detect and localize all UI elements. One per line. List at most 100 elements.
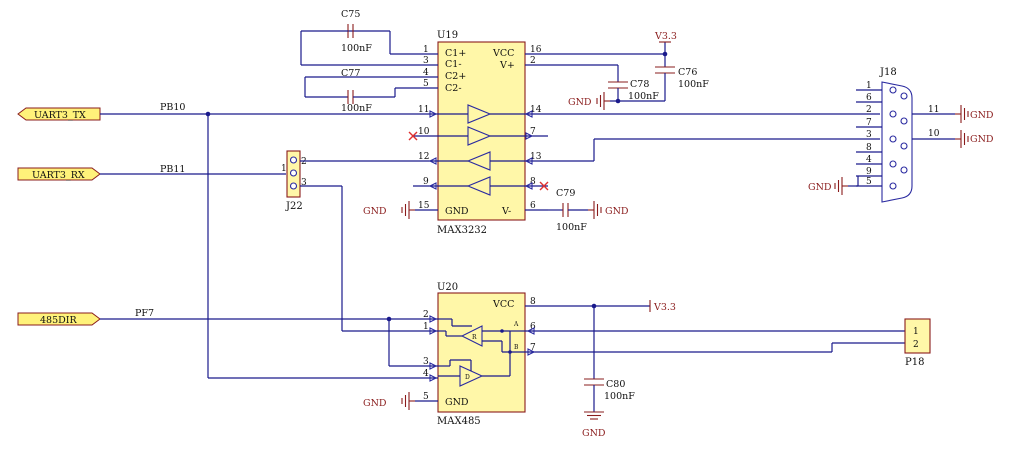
c80-ref: C80 bbox=[606, 379, 625, 390]
j18-pin-7: 7 bbox=[866, 118, 872, 128]
c75-ref: C75 bbox=[341, 9, 360, 20]
j18-pin-2: 2 bbox=[866, 105, 872, 115]
u19-gnd-top-label: GND bbox=[568, 97, 592, 108]
j18-pin-6: 6 bbox=[866, 93, 872, 103]
u19-pinnum-16: 16 bbox=[530, 45, 542, 55]
u20-v33-label: V3.3 bbox=[653, 302, 676, 313]
u19-pinnum-5: 5 bbox=[423, 79, 429, 89]
u20-pinnum-3: 3 bbox=[423, 357, 429, 367]
c79-value: 100nF bbox=[556, 222, 587, 233]
u19-pinnum-10: 10 bbox=[418, 127, 430, 137]
port-uart3-tx: UART3_TX bbox=[17, 107, 101, 121]
u20-gnd-label: GND bbox=[363, 398, 387, 409]
j22-pin-3: 3 bbox=[301, 178, 307, 188]
cap-c77: C77 100nF bbox=[304, 68, 396, 114]
connector-p18: 1 2 P18 bbox=[904, 318, 931, 368]
u19-pinnum-14: 14 bbox=[530, 105, 542, 115]
c79-ref: C79 bbox=[556, 188, 575, 199]
c78-value: 100nF bbox=[628, 91, 659, 102]
u19-name: MAX3232 bbox=[437, 225, 487, 236]
j18-gnd-10-label: GND bbox=[970, 134, 994, 145]
u19-pinnum-12: 12 bbox=[418, 152, 429, 162]
u20-max485: U20 MAX485 VCC GND 2 1 3 4 5 8 6 7 R D A… bbox=[415, 282, 548, 427]
j18-pin-3: 3 bbox=[866, 130, 872, 140]
j18-shell-11: 11 bbox=[928, 105, 939, 115]
u19-nc-pin10 bbox=[408, 131, 418, 141]
u19-pinnum-13: 13 bbox=[530, 152, 542, 162]
u19-pin-vcc: VCC bbox=[492, 48, 514, 59]
u20-gnd-pin5: GND bbox=[363, 391, 416, 411]
j18-pin-4: 4 bbox=[866, 155, 872, 165]
j22-pin-1: 1 bbox=[281, 164, 287, 174]
u20-label-b: B bbox=[514, 344, 519, 351]
p18-ref: P18 bbox=[905, 357, 924, 368]
u19-pin-vminus: V- bbox=[501, 206, 511, 217]
u19-pinnum-8: 8 bbox=[530, 177, 536, 187]
u19-pinnum-11: 11 bbox=[418, 105, 429, 115]
u20-pinnum-5: 5 bbox=[423, 392, 429, 402]
j22-pin-2: 2 bbox=[301, 157, 307, 167]
jumper-j22: J22 2 1 3 bbox=[281, 150, 420, 332]
c78-ref: C78 bbox=[630, 79, 649, 90]
c79-gnd-label: GND bbox=[605, 206, 629, 217]
u19-pinnum-7: 7 bbox=[530, 127, 536, 137]
c77-ref: C77 bbox=[341, 68, 360, 79]
u20-pinnum-2: 2 bbox=[423, 310, 429, 320]
u19-pinnum-4: 4 bbox=[423, 68, 429, 78]
u20-pin-vcc: VCC bbox=[492, 299, 514, 310]
c80-gnd-label: GND bbox=[582, 428, 606, 439]
j18-pin-9: 9 bbox=[866, 167, 872, 177]
u19-pin-gnd: GND bbox=[445, 206, 469, 217]
cap-c79: GND C79 100nF bbox=[548, 188, 629, 233]
u19-max3232: U19 MAX3232 C1+ C1- C2+ C2- GND VCC V+ V… bbox=[392, 30, 549, 236]
u20-pinnum-8: 8 bbox=[530, 297, 536, 307]
u19-pinnum-3: 3 bbox=[423, 56, 429, 66]
u19-pinnum-2: 2 bbox=[530, 56, 536, 66]
net-pb11-label: PB11 bbox=[160, 164, 185, 175]
port-485dir: 485DIR bbox=[17, 312, 101, 326]
u20-supply-net: V3.3 GND C80 100nF bbox=[548, 300, 676, 439]
u19-pin-c2m: C2- bbox=[445, 83, 462, 94]
j22-ref: J22 bbox=[285, 201, 303, 212]
j18-shell-10: 10 bbox=[928, 129, 940, 139]
net-pf7-label: PF7 bbox=[135, 308, 154, 319]
connector-j18: J18 1 6 2 7 3 8 4 9 5 11 10 G bbox=[808, 67, 994, 203]
u19-supply-net: V3.3 C76 100nF C78 100nF GND bbox=[548, 31, 709, 111]
u19-v33-label: V3.3 bbox=[654, 31, 677, 42]
net-pb10-label: PB10 bbox=[160, 102, 185, 113]
port-uart3-rx: UART3_RX bbox=[17, 167, 101, 181]
u19-pin-c2p: C2+ bbox=[445, 71, 466, 82]
c76-ref: C76 bbox=[678, 67, 697, 78]
u20-receiver bbox=[460, 325, 483, 347]
u19-pinnum-15: 15 bbox=[418, 201, 430, 211]
port-485dir-label: 485DIR bbox=[40, 315, 78, 326]
j18-gnd-11-label: GND bbox=[970, 110, 994, 121]
u20-name: MAX485 bbox=[437, 416, 481, 427]
p18-pin-2: 2 bbox=[913, 340, 919, 350]
p18-pin-1: 1 bbox=[913, 327, 919, 337]
cap-c75: C75 100nF bbox=[300, 9, 408, 66]
port-uart3-rx-label: UART3_RX bbox=[32, 170, 85, 181]
u20-label-r: R bbox=[472, 334, 477, 341]
j18-pin-1: 1 bbox=[866, 81, 872, 91]
c76-value: 100nF bbox=[678, 79, 709, 90]
c80-value: 100nF bbox=[604, 391, 635, 402]
c75-value: 100nF bbox=[341, 43, 372, 54]
u19-ref: U19 bbox=[437, 30, 458, 41]
u20-pinnum-7: 7 bbox=[530, 343, 536, 353]
u19-pin-c1p: C1+ bbox=[445, 48, 466, 59]
j18-pin-8: 8 bbox=[866, 143, 872, 153]
j18-pin-5: 5 bbox=[866, 177, 872, 187]
u20-pinnum-4: 4 bbox=[423, 369, 429, 379]
u20-label-d: D bbox=[465, 374, 470, 381]
u20-pinnum-6: 6 bbox=[530, 322, 536, 332]
u20-label-a: A bbox=[513, 321, 519, 328]
u19-gnd-left-label: GND bbox=[363, 206, 387, 217]
u19-nc-pin8 bbox=[539, 181, 549, 191]
u19-pinnum-9: 9 bbox=[423, 177, 429, 187]
u20-pin-gnd: GND bbox=[445, 397, 469, 408]
port-uart3-tx-label: UART3_TX bbox=[34, 110, 86, 121]
u19-gnd-pin15: GND bbox=[363, 200, 416, 220]
u20-pinnum-1: 1 bbox=[423, 322, 429, 332]
